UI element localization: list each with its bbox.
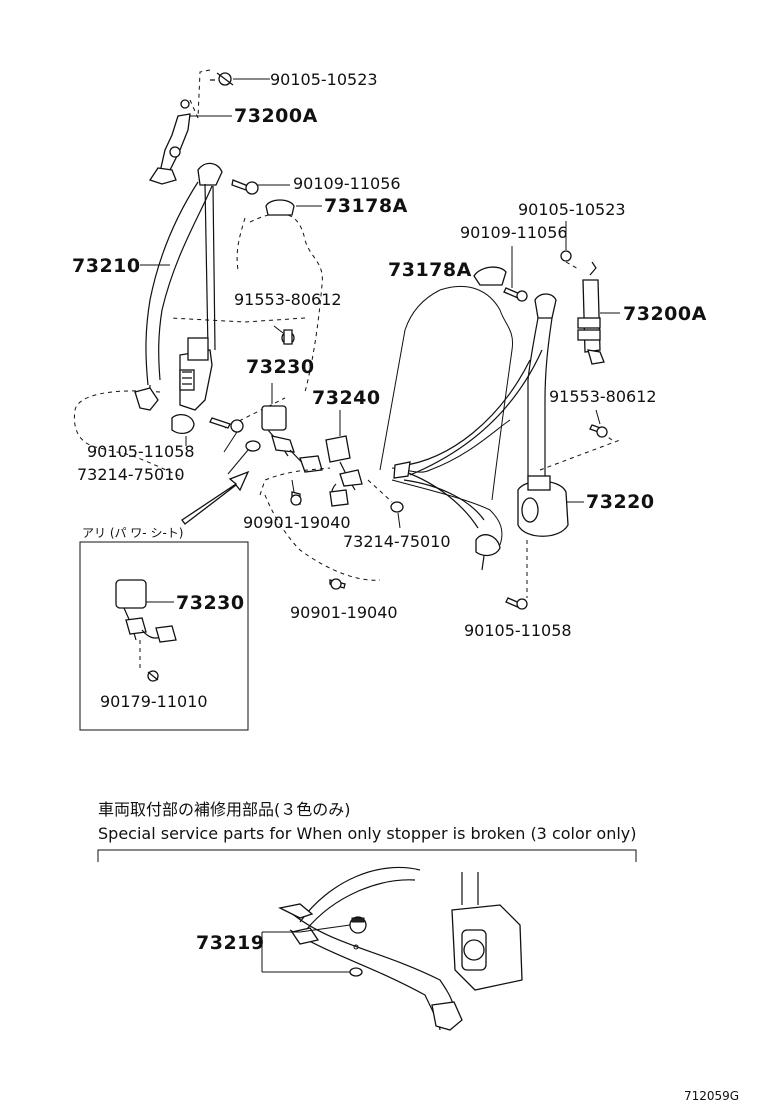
part-label-73230: 73230 <box>246 356 315 378</box>
service-note-english: Special service parts for When only stop… <box>98 824 637 843</box>
inset-title: アリ (パ ワ- シ-ト) <box>82 526 183 540</box>
part-label-73200a-left: 73200A <box>234 105 318 127</box>
part-label-90105-10523-upper-left: 90105-10523 <box>270 70 378 89</box>
part-label-73240: 73240 <box>312 387 381 409</box>
part-label-90105-11058-left: 90105-11058 <box>87 442 195 461</box>
part-label-73214-75010-left: 73214-75010 <box>77 465 185 484</box>
part-label-73219: 73219 <box>196 932 265 954</box>
part-label-90179-11010: 90179-11010 <box>100 692 208 711</box>
part-number-labels: 90105-10523 73200A 90109-11056 73178A 73… <box>72 70 739 1103</box>
part-label-73200a-right: 73200A <box>623 303 707 325</box>
part-label-90901-19040-lower: 90901-19040 <box>290 603 398 622</box>
service-parts-section <box>97 849 637 1031</box>
part-label-90109-11056-right: 90109-11056 <box>460 223 568 242</box>
part-label-90105-11058-right: 90105-11058 <box>464 621 572 640</box>
part-label-73210: 73210 <box>72 255 141 277</box>
driver-side-assembly <box>73 69 404 590</box>
power-seat-inset <box>79 541 249 731</box>
part-label-90109-11056-left: 90109-11056 <box>293 174 401 193</box>
part-label-73214-75010-right: 73214-75010 <box>343 532 451 551</box>
part-label-73178a-right: 73178A <box>388 259 472 281</box>
passenger-side-assembly <box>259 221 621 610</box>
service-note-japanese: 車両取付部の補修用部品(３色のみ) <box>98 800 351 819</box>
part-label-73230-inset: 73230 <box>176 592 245 614</box>
part-label-90105-10523-right: 90105-10523 <box>518 200 626 219</box>
figure-code: 712059G <box>684 1089 739 1103</box>
part-label-91553-80612-left: 91553-80612 <box>234 290 342 309</box>
part-label-90901-19040-upper: 90901-19040 <box>243 513 351 532</box>
part-label-73220: 73220 <box>586 491 655 513</box>
part-label-91553-80612-right: 91553-80612 <box>549 387 657 406</box>
part-label-73178a-left: 73178A <box>324 195 408 217</box>
